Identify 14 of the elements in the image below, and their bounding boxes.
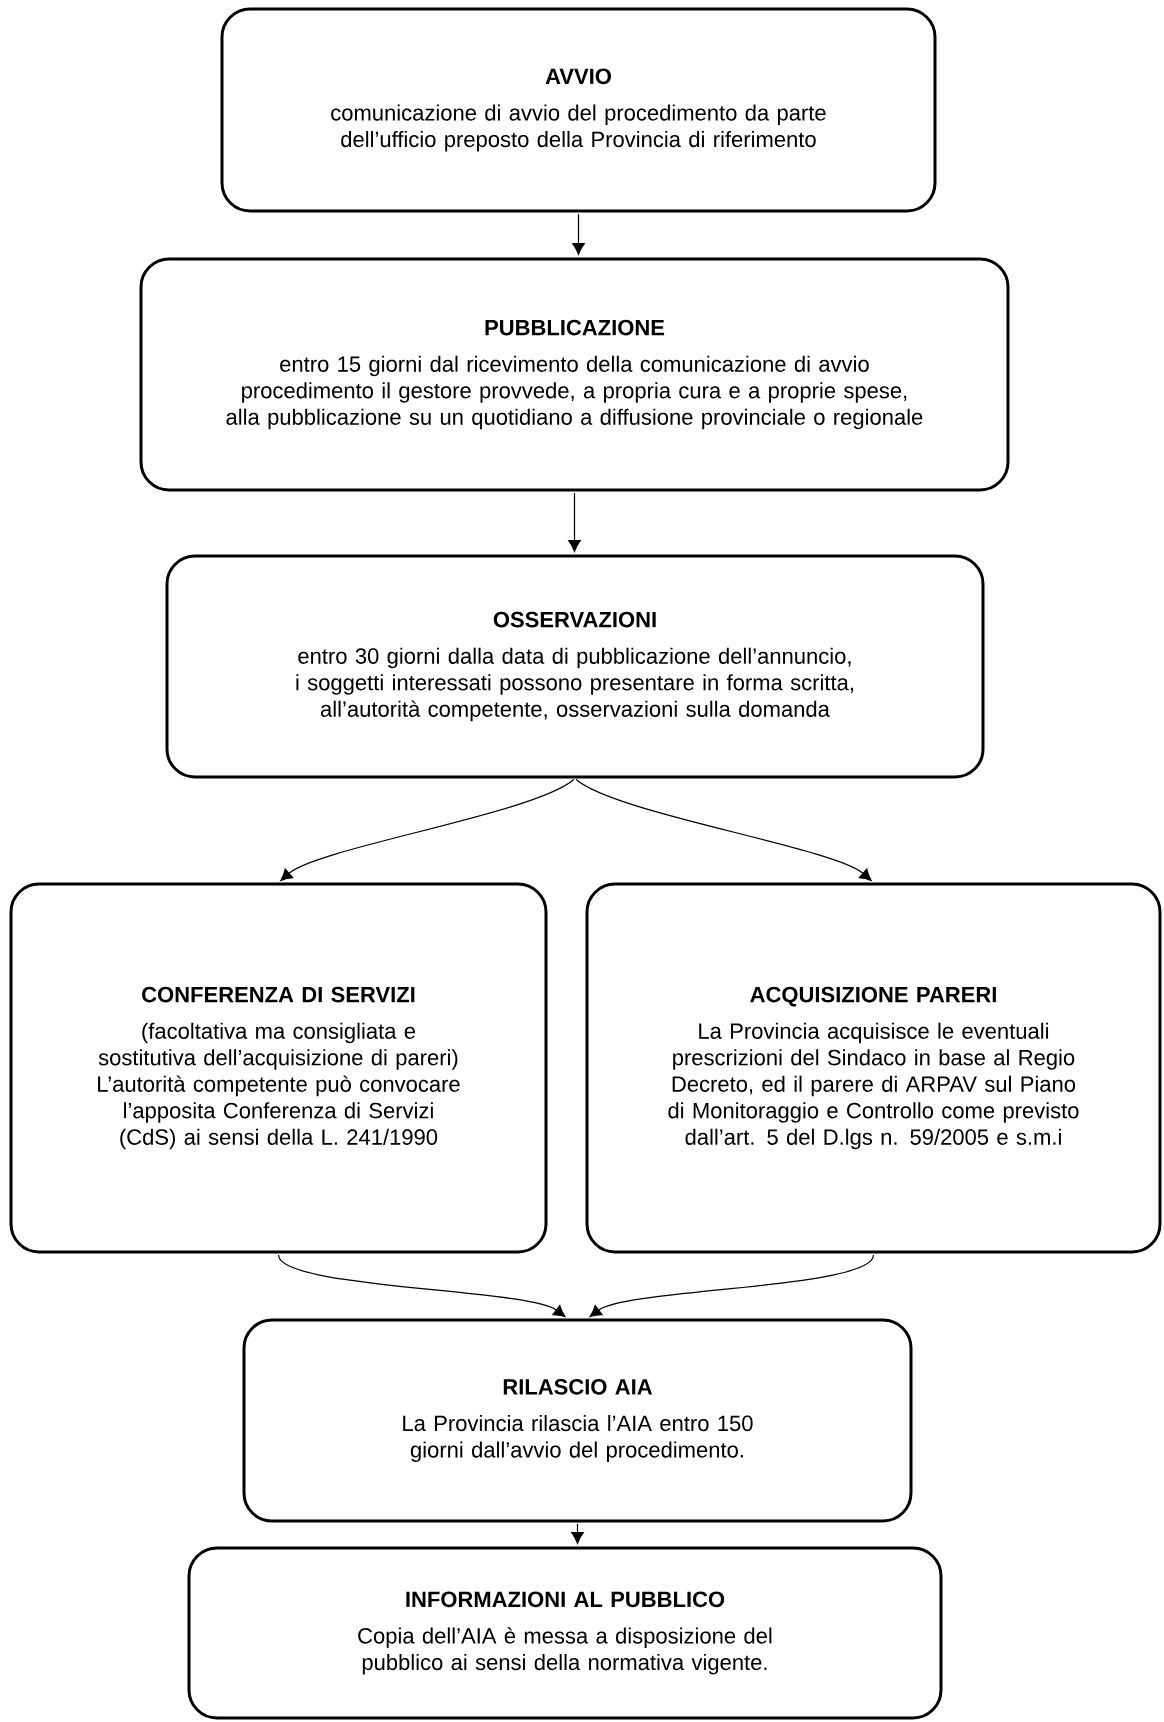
process-box: ACQUISIZIONE PARERI La Provincia acquisisce le eventuali prescrizioni del Sindaco in base al Regio Decreto, ed il parere di ARPAV sul Piano di Monitoraggio e Controllo come previsto dall’art. 5 del D.lgs n. 59/2005 e s.m.i xyxy=(585,882,1162,1254)
arrow xyxy=(575,778,872,881)
process-box: CONFERENZA DI SERVIZI (facoltativa ma consigliata e sostitutiva dell’acquisizione di pareri) L’autorità competente può convocare l’apposita Conferenza di Servizi (CdS) ai sensi della L. 241/1990 xyxy=(9,882,548,1254)
arrow xyxy=(568,492,581,552)
arrow xyxy=(572,213,585,255)
arrow xyxy=(589,1254,875,1318)
process-box: OSSERVAZIONI entro 30 giorni dalla data di pubblicazione dell’annuncio, i soggetti interessati possono presentare in forma scritta, all’autorità competente, osservazioni sulla domanda xyxy=(165,554,985,779)
process-box: PUBBLICAZIONE entro 15 giorni dal ricevimento della comunicazione di avvio procedimento il gestore provvede, a propria cura e a proprie spese, alla pubblicazione su un quotidiano a diffusione provinciale o regionale xyxy=(139,257,1010,492)
process-box: INFORMAZIONI AL PUBBLICO Copia dell’AIA è messa a disposizione del pubblico ai sensi della normativa vigente. xyxy=(187,1546,943,1720)
arrow xyxy=(571,1523,584,1544)
arrow xyxy=(277,1254,566,1318)
process-box: RILASCIO AIA La Provincia rilascia l’AIA entro 150 giorni dall’avvio del procedimento. xyxy=(242,1318,913,1523)
arrow xyxy=(280,778,575,881)
process-box: AVVIO comunicazione di avvio del procedimento da parte dell’ufficio preposto della Provincia di riferimento xyxy=(220,7,937,213)
